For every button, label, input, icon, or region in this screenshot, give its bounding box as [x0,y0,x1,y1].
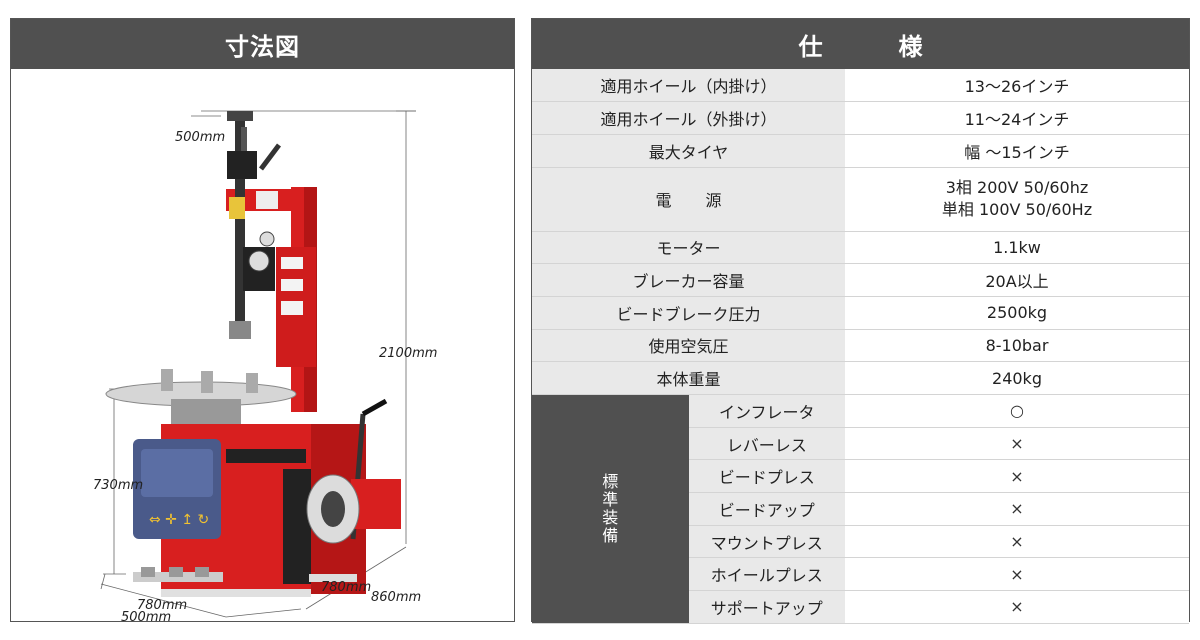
dimension-panel: 寸法図 [10,18,515,622]
equipment-label: ビードプレス [688,459,845,494]
spec-title: 仕 様 [532,19,1189,69]
dim-base-depth: 780mm [321,580,371,595]
equipment-mark: × [845,557,1189,592]
spec-label: 本体重量 [532,361,845,395]
tire-changer-diagram: ⇔ ✛ ↥ ↻ 500mm 2100mm 730mm 780mm 780mm 5… [93,110,437,621]
table-row: モーター 1.1kw [532,231,1189,265]
table-row: サポートアップ × [532,590,1189,624]
table-row: レバーレス × [532,427,1189,461]
spec-value: 11〜24インチ [845,101,1189,135]
spec-label: 適用ホイール（外掛け） [532,101,845,135]
dim-top-width: 500mm [175,130,225,145]
spec-label: 電源 [532,167,845,232]
equipment-mark: × [845,492,1189,526]
spec-table: 適用ホイール（内掛け） 13〜26インチ 適用ホイール（外掛け） 11〜24イン… [532,69,1189,624]
table-row: 使用空気圧 8-10bar [532,329,1189,363]
table-row: 最大タイヤ 幅 〜15インチ [532,134,1189,168]
dim-base-width-bottom: 500mm [121,610,171,621]
table-row: 適用ホイール（内掛け） 13〜26インチ [532,69,1189,103]
spec-value: 幅 〜15インチ [845,134,1189,168]
table-row: 本体重量 240kg [532,361,1189,395]
table-row: 標準装備 インフレータ ○ [532,394,1189,624]
standard-equipment-category: 標準装備 [532,394,689,624]
category-label: 標準装備 [602,471,619,545]
dim-table-height: 730mm [93,478,143,493]
table-row: マウントプレス × [532,525,1189,559]
spec-label: ビードブレーク圧力 [532,296,845,330]
spec-label: 使用空気圧 [532,329,845,363]
equipment-label: インフレータ [688,394,845,428]
spec-panel: 仕 様 適用ホイール（内掛け） 13〜26インチ 適用ホイール（外掛け） 11〜… [531,18,1190,624]
equipment-mark: × [845,459,1189,494]
spec-label: 最大タイヤ [532,134,845,168]
equipment-label: マウントプレス [688,525,845,559]
spec-label: ブレーカー容量 [532,263,845,297]
dimension-title: 寸法図 [11,19,514,69]
table-row: ブレーカー容量 20A以上 [532,263,1189,297]
power-single-phase: 単相 100V 50/60Hz [941,200,1093,220]
spec-value: 2500kg [845,296,1189,330]
table-row: ホイールプレス × [532,557,1189,592]
dim-base-width-front: 780mm [137,598,187,613]
equipment-mark: × [845,427,1189,461]
table-row: ビードアップ × [532,492,1189,526]
table-row: 適用ホイール（外掛け） 11〜24インチ [532,101,1189,135]
dimension-labels: 500mm 2100mm 730mm 780mm 780mm 500mm 860… [93,130,437,621]
table-row: ビードプレス × [532,459,1189,494]
equipment-label: サポートアップ [688,590,845,624]
dim-overall-depth: 860mm [371,590,421,605]
spec-label: モーター [532,231,845,265]
table-row: 電源 3相 200V 50/60hz 単相 100V 50/60Hz [532,167,1189,232]
spec-label: 適用ホイール（内掛け） [532,69,845,103]
equipment-mark: ○ [845,394,1189,428]
spec-label-text: 電源 [655,191,756,211]
spec-value: 240kg [845,361,1189,395]
spec-value: 20A以上 [845,263,1189,297]
equipment-label: レバーレス [688,427,845,461]
svg-text:⇔ ✛ ↥ ↻: ⇔ ✛ ↥ ↻ [149,512,209,528]
equipment-mark: × [845,525,1189,559]
table-row: ビードブレーク圧力 2500kg [532,296,1189,330]
spec-value: 1.1kw [845,231,1189,265]
dim-height: 2100mm [379,346,437,361]
spec-value: 8-10bar [845,329,1189,363]
spec-value: 13〜26インチ [845,69,1189,103]
equipment-label: ホイールプレス [688,557,845,592]
machine-body: ⇔ ✛ ↥ ↻ [105,111,401,597]
equipment-mark: × [845,590,1189,624]
equipment-label: ビードアップ [688,492,845,526]
power-three-phase: 3相 200V 50/60hz [945,178,1089,198]
spec-value: 3相 200V 50/60hz 単相 100V 50/60Hz [845,167,1189,232]
